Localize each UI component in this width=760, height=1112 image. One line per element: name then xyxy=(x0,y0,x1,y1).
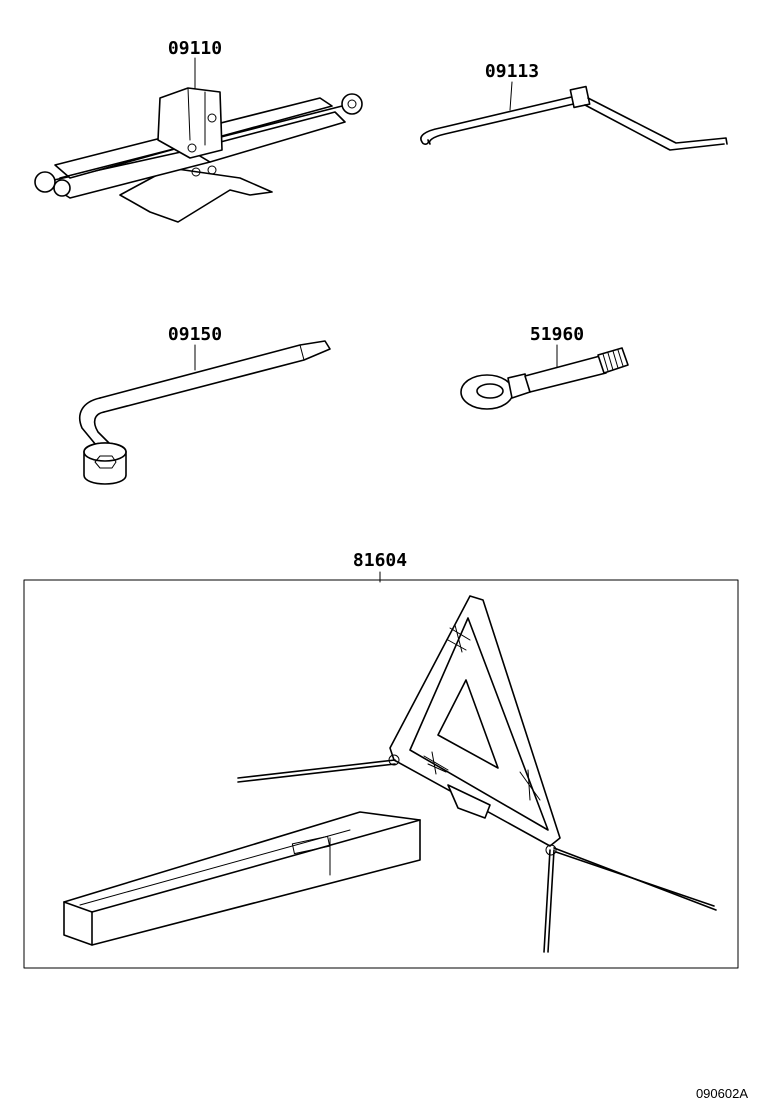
jack-screw-eye xyxy=(341,93,363,115)
triangle-inner xyxy=(409,617,549,831)
wrench-shaft xyxy=(99,340,331,413)
handle-rod xyxy=(420,94,581,145)
warning-triangle-part: 81604 xyxy=(23,550,739,969)
triangle-outer xyxy=(389,595,561,847)
part-label-09113: 09113 xyxy=(485,61,539,82)
jack-part: 09110 xyxy=(34,38,363,223)
triangle-stand xyxy=(447,784,491,819)
jack-lower-arm-2 xyxy=(189,111,346,163)
triangle-cutout xyxy=(437,679,499,769)
towing-thread xyxy=(597,347,629,374)
wrench-part: 09150 xyxy=(78,324,331,485)
handle-joint xyxy=(569,85,591,109)
jack-pivot xyxy=(34,171,56,193)
wrench-bend xyxy=(78,397,101,446)
stand-leg-left xyxy=(237,759,396,779)
part-label-51960: 51960 xyxy=(530,324,584,345)
jack-handle-part: 09113 xyxy=(420,61,728,151)
diagram-reference: 090602A xyxy=(696,1086,748,1101)
leader-line-09113 xyxy=(509,81,513,111)
part-label-09150: 09150 xyxy=(168,324,222,345)
stand-leg-front xyxy=(543,849,551,953)
towing-shank xyxy=(524,355,607,393)
case-label xyxy=(291,835,331,855)
jack-base xyxy=(119,167,273,223)
wrench-hex xyxy=(94,455,117,469)
triangle-case xyxy=(63,811,421,946)
kit-bounding-box xyxy=(23,579,739,969)
part-label-09110: 09110 xyxy=(168,38,222,59)
towing-eye-part: 51960 xyxy=(460,324,629,410)
part-label-81604: 81604 xyxy=(353,550,407,571)
reflector-hatch xyxy=(447,624,471,653)
handle-crank xyxy=(584,104,725,151)
